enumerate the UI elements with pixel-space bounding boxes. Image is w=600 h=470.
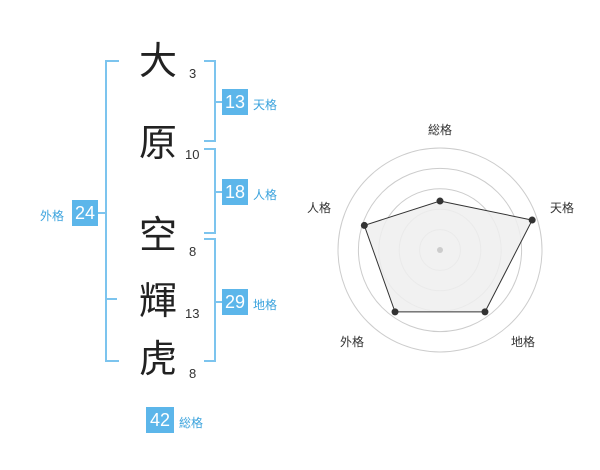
- name-char-1: 大: [138, 39, 177, 83]
- stroke-count-3: 8: [189, 244, 197, 259]
- radar-point-4: [391, 308, 399, 316]
- radar-point-3: [481, 308, 489, 316]
- gaikaku-label: 外格: [40, 209, 65, 223]
- jinkaku-label: 人格: [253, 188, 278, 202]
- name-char-5: 虎: [138, 337, 177, 381]
- stroke-count-1: 3: [189, 66, 197, 81]
- jinkaku-bracket-stub: [216, 191, 222, 193]
- radar-grid-ring-1: [337, 147, 543, 353]
- radar-grid-ring-2: [357, 167, 523, 333]
- gaikaku-bracket: [105, 60, 119, 362]
- radar-label-tenkaku: 天格: [550, 200, 574, 215]
- gaikaku-bracket-tick: [105, 298, 117, 300]
- soukaku-badge: 42: [146, 407, 174, 433]
- chikaku-badge: 29: [222, 289, 248, 315]
- stroke-count-4: 13: [185, 306, 200, 321]
- soukaku-label: 総格: [179, 416, 204, 430]
- chikaku-label: 地格: [253, 298, 278, 312]
- chikaku-bracket-stub: [216, 301, 222, 303]
- gaikaku-bracket-stub: [98, 212, 105, 214]
- radar-label-jinkaku: 人格: [307, 200, 331, 215]
- gaikaku-badge: 24: [72, 200, 98, 226]
- stroke-count-5: 8: [189, 366, 197, 381]
- radar-point-2: [528, 216, 536, 224]
- radar-points: [360, 197, 536, 316]
- jinkaku-badge: 18: [222, 179, 248, 205]
- name-char-3: 空: [138, 213, 177, 257]
- radar-point-1: [436, 197, 444, 205]
- jinkaku-bracket: [204, 148, 216, 234]
- radar-label-chikaku: 地格: [511, 334, 535, 349]
- radar-center-dot: [437, 247, 443, 253]
- tenkaku-bracket: [204, 60, 216, 142]
- radar-area: [363, 200, 533, 313]
- stroke-count-2: 10: [185, 147, 200, 162]
- tenkaku-badge: 13: [222, 89, 248, 115]
- radar-label-soukaku: 総格: [428, 122, 452, 137]
- tenkaku-label: 天格: [253, 98, 278, 112]
- chikaku-bracket: [204, 238, 216, 362]
- name-char-4: 輝: [138, 279, 177, 323]
- radar-point-5: [360, 221, 368, 229]
- name-char-2: 原: [138, 121, 177, 165]
- radar-label-gaikaku: 外格: [340, 334, 364, 349]
- tenkaku-bracket-stub: [216, 101, 222, 103]
